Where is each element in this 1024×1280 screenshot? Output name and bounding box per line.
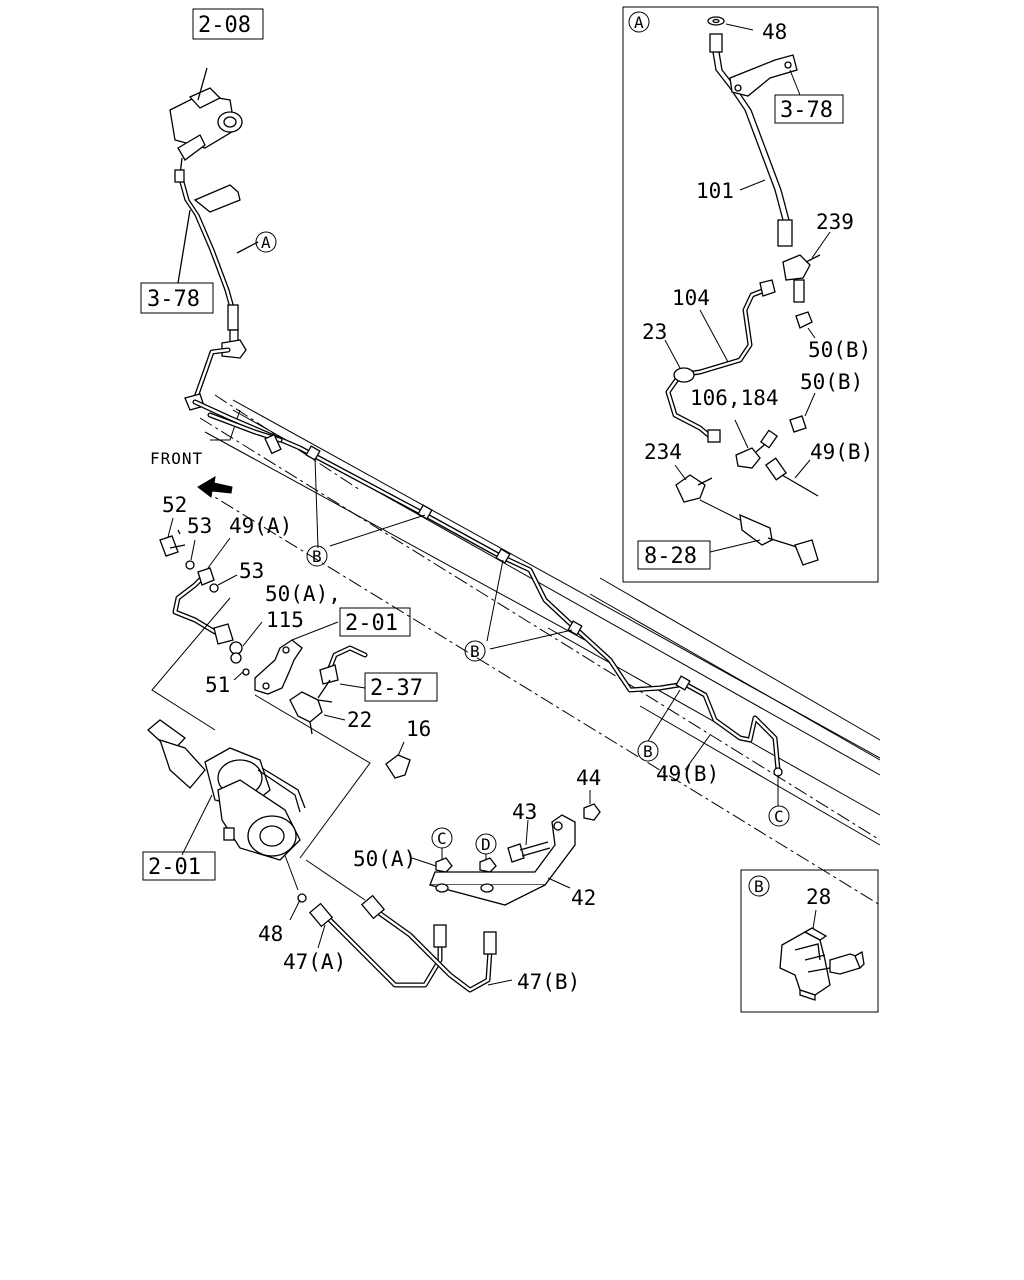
detail-a-label-239: 239 — [816, 210, 854, 234]
label-48: 48 — [258, 922, 283, 946]
label-22: 22 — [347, 708, 372, 732]
detail-a-label-23: 23 — [642, 320, 667, 344]
detail-b-label-28: 28 — [806, 885, 831, 909]
front-indicator: FRONT — [150, 449, 233, 498]
ref-8-28: 8-28 — [644, 544, 697, 569]
callout-c-end: C — [774, 807, 784, 826]
detail-a-label-234: 234 — [644, 440, 682, 464]
label-52: 52 — [162, 493, 187, 517]
detail-a-label-50b-1: 50(B) — [808, 338, 871, 362]
callout-b1: B — [312, 547, 322, 566]
label-49b: 49(B) — [656, 762, 719, 786]
ref-2-08: 2-08 — [198, 13, 251, 38]
detail-a-callout: A — [634, 13, 644, 32]
reservoir-assembly — [169, 67, 243, 183]
detail-a-label-101: 101 — [696, 179, 734, 203]
pipe-clips — [305, 445, 691, 691]
nut-44 — [583, 790, 601, 821]
front-arrow-icon — [197, 476, 233, 498]
nuts-c-d — [411, 848, 497, 873]
part-number-labels: 52 53 49(A) 53 50(A), 115 51 22 16 44 43… — [162, 493, 719, 994]
bolt-52-assembly — [159, 517, 196, 570]
clip-leaders — [314, 457, 779, 806]
circle-callouts: A B B B C C D — [255, 231, 790, 855]
ref-2-01-upper: 2-01 — [345, 611, 398, 636]
bracket-42 — [429, 814, 576, 906]
pipe-49a — [172, 537, 238, 645]
nut-115-stack — [229, 621, 263, 681]
ref-2-37: 2-37 — [370, 676, 423, 701]
ref-2-01-lower: 2-01 — [148, 855, 201, 880]
detail-a-panel: A 3-78 — [622, 6, 879, 583]
detail-a-label-104: 104 — [672, 286, 710, 310]
label-53b: 53 — [239, 559, 264, 583]
valve-22 — [289, 691, 346, 735]
label-51: 51 — [205, 673, 230, 697]
clip-16 — [385, 741, 411, 779]
label-50a: 50(A) — [353, 847, 416, 871]
front-label: FRONT — [150, 449, 203, 468]
detail-b-callout: B — [754, 877, 764, 896]
front-tee-junction — [184, 339, 247, 411]
label-115: 115 — [266, 608, 304, 632]
boxed-references: 2-08 3-78 2-01 2-37 2-01 — [140, 8, 438, 881]
brake-booster-assembly — [147, 719, 306, 861]
label-16: 16 — [406, 717, 431, 741]
hoses-47 — [289, 893, 513, 993]
callout-a-main: A — [261, 233, 271, 252]
label-43: 43 — [512, 800, 537, 824]
hose-2-37 — [317, 645, 368, 699]
label-42: 42 — [571, 886, 596, 910]
label-53a: 53 — [187, 514, 212, 538]
callout-c-nut: C — [437, 829, 447, 848]
bracket-2-01 — [254, 621, 339, 695]
detail-a-label-48: 48 — [762, 20, 787, 44]
label-44: 44 — [576, 766, 601, 790]
ref-3-78-main: 3-78 — [147, 287, 200, 312]
callout-b3: B — [643, 742, 653, 761]
detail-a-label-106-184: 106,184 — [690, 386, 779, 410]
label-50a-line1: 50(A), — [265, 582, 341, 606]
callout-b2: B — [470, 642, 480, 661]
detail-a-label-50b-2: 50(B) — [800, 370, 863, 394]
detail-a-label-49b: 49(B) — [810, 440, 873, 464]
bolt-43 — [507, 819, 551, 863]
label-47a: 47(A) — [283, 950, 346, 974]
label-49a: 49(A) — [229, 514, 292, 538]
ref-3-78-detail: 3-78 — [780, 98, 833, 123]
upper-hose — [177, 181, 259, 346]
detail-b-panel: B 28 — [740, 869, 879, 1013]
label-47b: 47(B) — [517, 970, 580, 994]
callout-d-nut: D — [481, 835, 491, 854]
